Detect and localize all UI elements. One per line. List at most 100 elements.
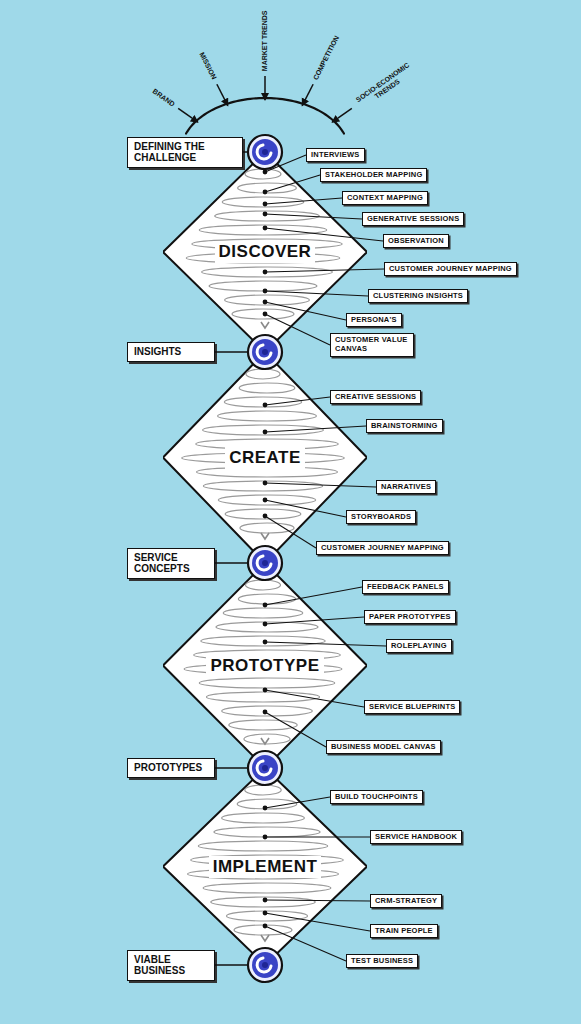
method-label: SERVICE BLUEPRINTS (369, 703, 455, 712)
method-box: PAPER PROTOTYPES (364, 610, 456, 625)
spiral-loop (202, 267, 333, 277)
junction-ring (248, 335, 282, 369)
leader-line (265, 516, 316, 548)
phase-title: PROTOTYPE (206, 655, 323, 677)
method-box: NARRATIVES (376, 480, 436, 495)
leader-line (265, 426, 366, 432)
context-text: MISSION (197, 51, 217, 81)
method-label: CONTEXT MAPPING (347, 194, 423, 203)
context-text: COMPETITION (312, 34, 341, 81)
spiral-loop (209, 281, 317, 291)
junction-swirl (257, 145, 271, 159)
junction-circle (248, 948, 282, 982)
method-box: BUILD TOUCHPOINTS (330, 790, 423, 805)
method-label: TEST BUSINESS (351, 957, 413, 966)
spiral-loop (215, 211, 319, 221)
milestone-label: INSIGHTS (134, 346, 208, 358)
spiral-loop (225, 295, 310, 305)
milestone-line (215, 351, 248, 353)
method-box: INTERVIEWS (306, 148, 365, 163)
spiral-loop (223, 608, 303, 618)
milestone-box: DEFINING THE CHALLENGE (127, 137, 243, 168)
junction-ring (248, 546, 282, 580)
spiral-loop (246, 369, 280, 379)
context-label: MARKET TRENDS (261, 10, 269, 71)
leader-line (265, 198, 342, 204)
method-box: TRAIN PEOPLE (370, 924, 438, 939)
spiral-loop (245, 785, 281, 795)
method-label: BUSINESS MODEL CANVAS (331, 743, 436, 752)
context-text: SOCIO-ECONOMIC TRENDS (352, 59, 418, 112)
method-dot (263, 806, 268, 811)
leader-line (265, 291, 368, 296)
milestone-label: VIABLE BUSINESS (134, 954, 208, 977)
spiral-loop (217, 411, 316, 421)
spiral-arrow (261, 533, 269, 539)
junction-fill (252, 339, 278, 365)
method-dot (263, 190, 268, 195)
method-dot (263, 226, 268, 231)
method-box: PERSONA'S (346, 313, 402, 328)
context-arrow (332, 108, 352, 122)
leader-line (265, 214, 362, 219)
method-label: ROLEPLAYING (391, 642, 447, 651)
context-arrow (217, 84, 228, 105)
method-dot (263, 430, 268, 435)
method-label: BUILD TOUCHPOINTS (335, 793, 418, 802)
method-label: STAKEHOLDER MAPPING (325, 171, 422, 180)
spiral-loop (214, 827, 320, 837)
junction-core (262, 962, 268, 968)
leader-line (265, 712, 326, 747)
method-box: STAKEHOLDER MAPPING (320, 168, 427, 183)
context-label: SOCIO-ECONOMIC TRENDS (352, 59, 418, 112)
junction-fill (252, 139, 278, 165)
method-box: BUSINESS MODEL CANVAS (326, 740, 441, 755)
milestone-box: INSIGHTS (127, 342, 215, 362)
method-dot (263, 911, 268, 916)
method-dot (263, 498, 268, 503)
method-label: TRAIN PEOPLE (375, 927, 433, 936)
method-box: CUSTOMER VALUE CANVAS (330, 333, 414, 356)
phase-title: IMPLEMENT (209, 856, 322, 878)
leader-line (265, 302, 346, 320)
spiral-loop (232, 309, 294, 319)
leader-line (265, 913, 370, 931)
spiral-arrow (261, 322, 269, 328)
method-box: SERVICE BLUEPRINTS (364, 700, 460, 715)
spiral-loop (244, 734, 290, 744)
milestone-label: DEFINING THE CHALLENGE (134, 141, 236, 164)
spiral-loop (234, 925, 292, 935)
method-label: INTERVIEWS (311, 151, 360, 160)
spiral-loop (206, 692, 319, 702)
leader-line (265, 500, 346, 517)
leader-line (265, 175, 320, 192)
junction-swirl (257, 556, 271, 570)
method-dot (263, 300, 268, 305)
leader-line (265, 642, 386, 646)
method-dot (263, 170, 268, 175)
method-label: CRM-STRATEGY (375, 897, 437, 906)
phase-diamond: CREATE (163, 352, 367, 563)
junction-circle (248, 751, 282, 785)
method-box: STORYBOARDS (346, 510, 416, 525)
milestone-label: PROTOTYPES (134, 762, 208, 774)
method-box: ROLEPLAYING (386, 639, 452, 654)
method-box: BRAINSTORMING (366, 419, 443, 434)
phase-title: DISCOVER (215, 241, 316, 263)
method-dot (263, 835, 268, 840)
method-box: GENERATIVE SESSIONS (362, 212, 464, 227)
spiral-loop (225, 509, 301, 519)
method-box: CREATIVE SESSIONS (330, 390, 421, 405)
leader-line (265, 397, 330, 405)
leader-line (265, 617, 364, 624)
junction-ring (248, 135, 282, 169)
method-dot (263, 312, 268, 317)
method-label: FEEDBACK PANELS (367, 583, 444, 592)
context-text: MARKET TRENDS (261, 10, 269, 71)
context-label: COMPETITION (312, 34, 341, 81)
junction-circle (248, 335, 282, 369)
method-label: SERVICE HANDBOOK (375, 833, 457, 842)
method-label: CLUSTERING INSIGHTS (373, 292, 463, 301)
junction-core (262, 560, 268, 566)
